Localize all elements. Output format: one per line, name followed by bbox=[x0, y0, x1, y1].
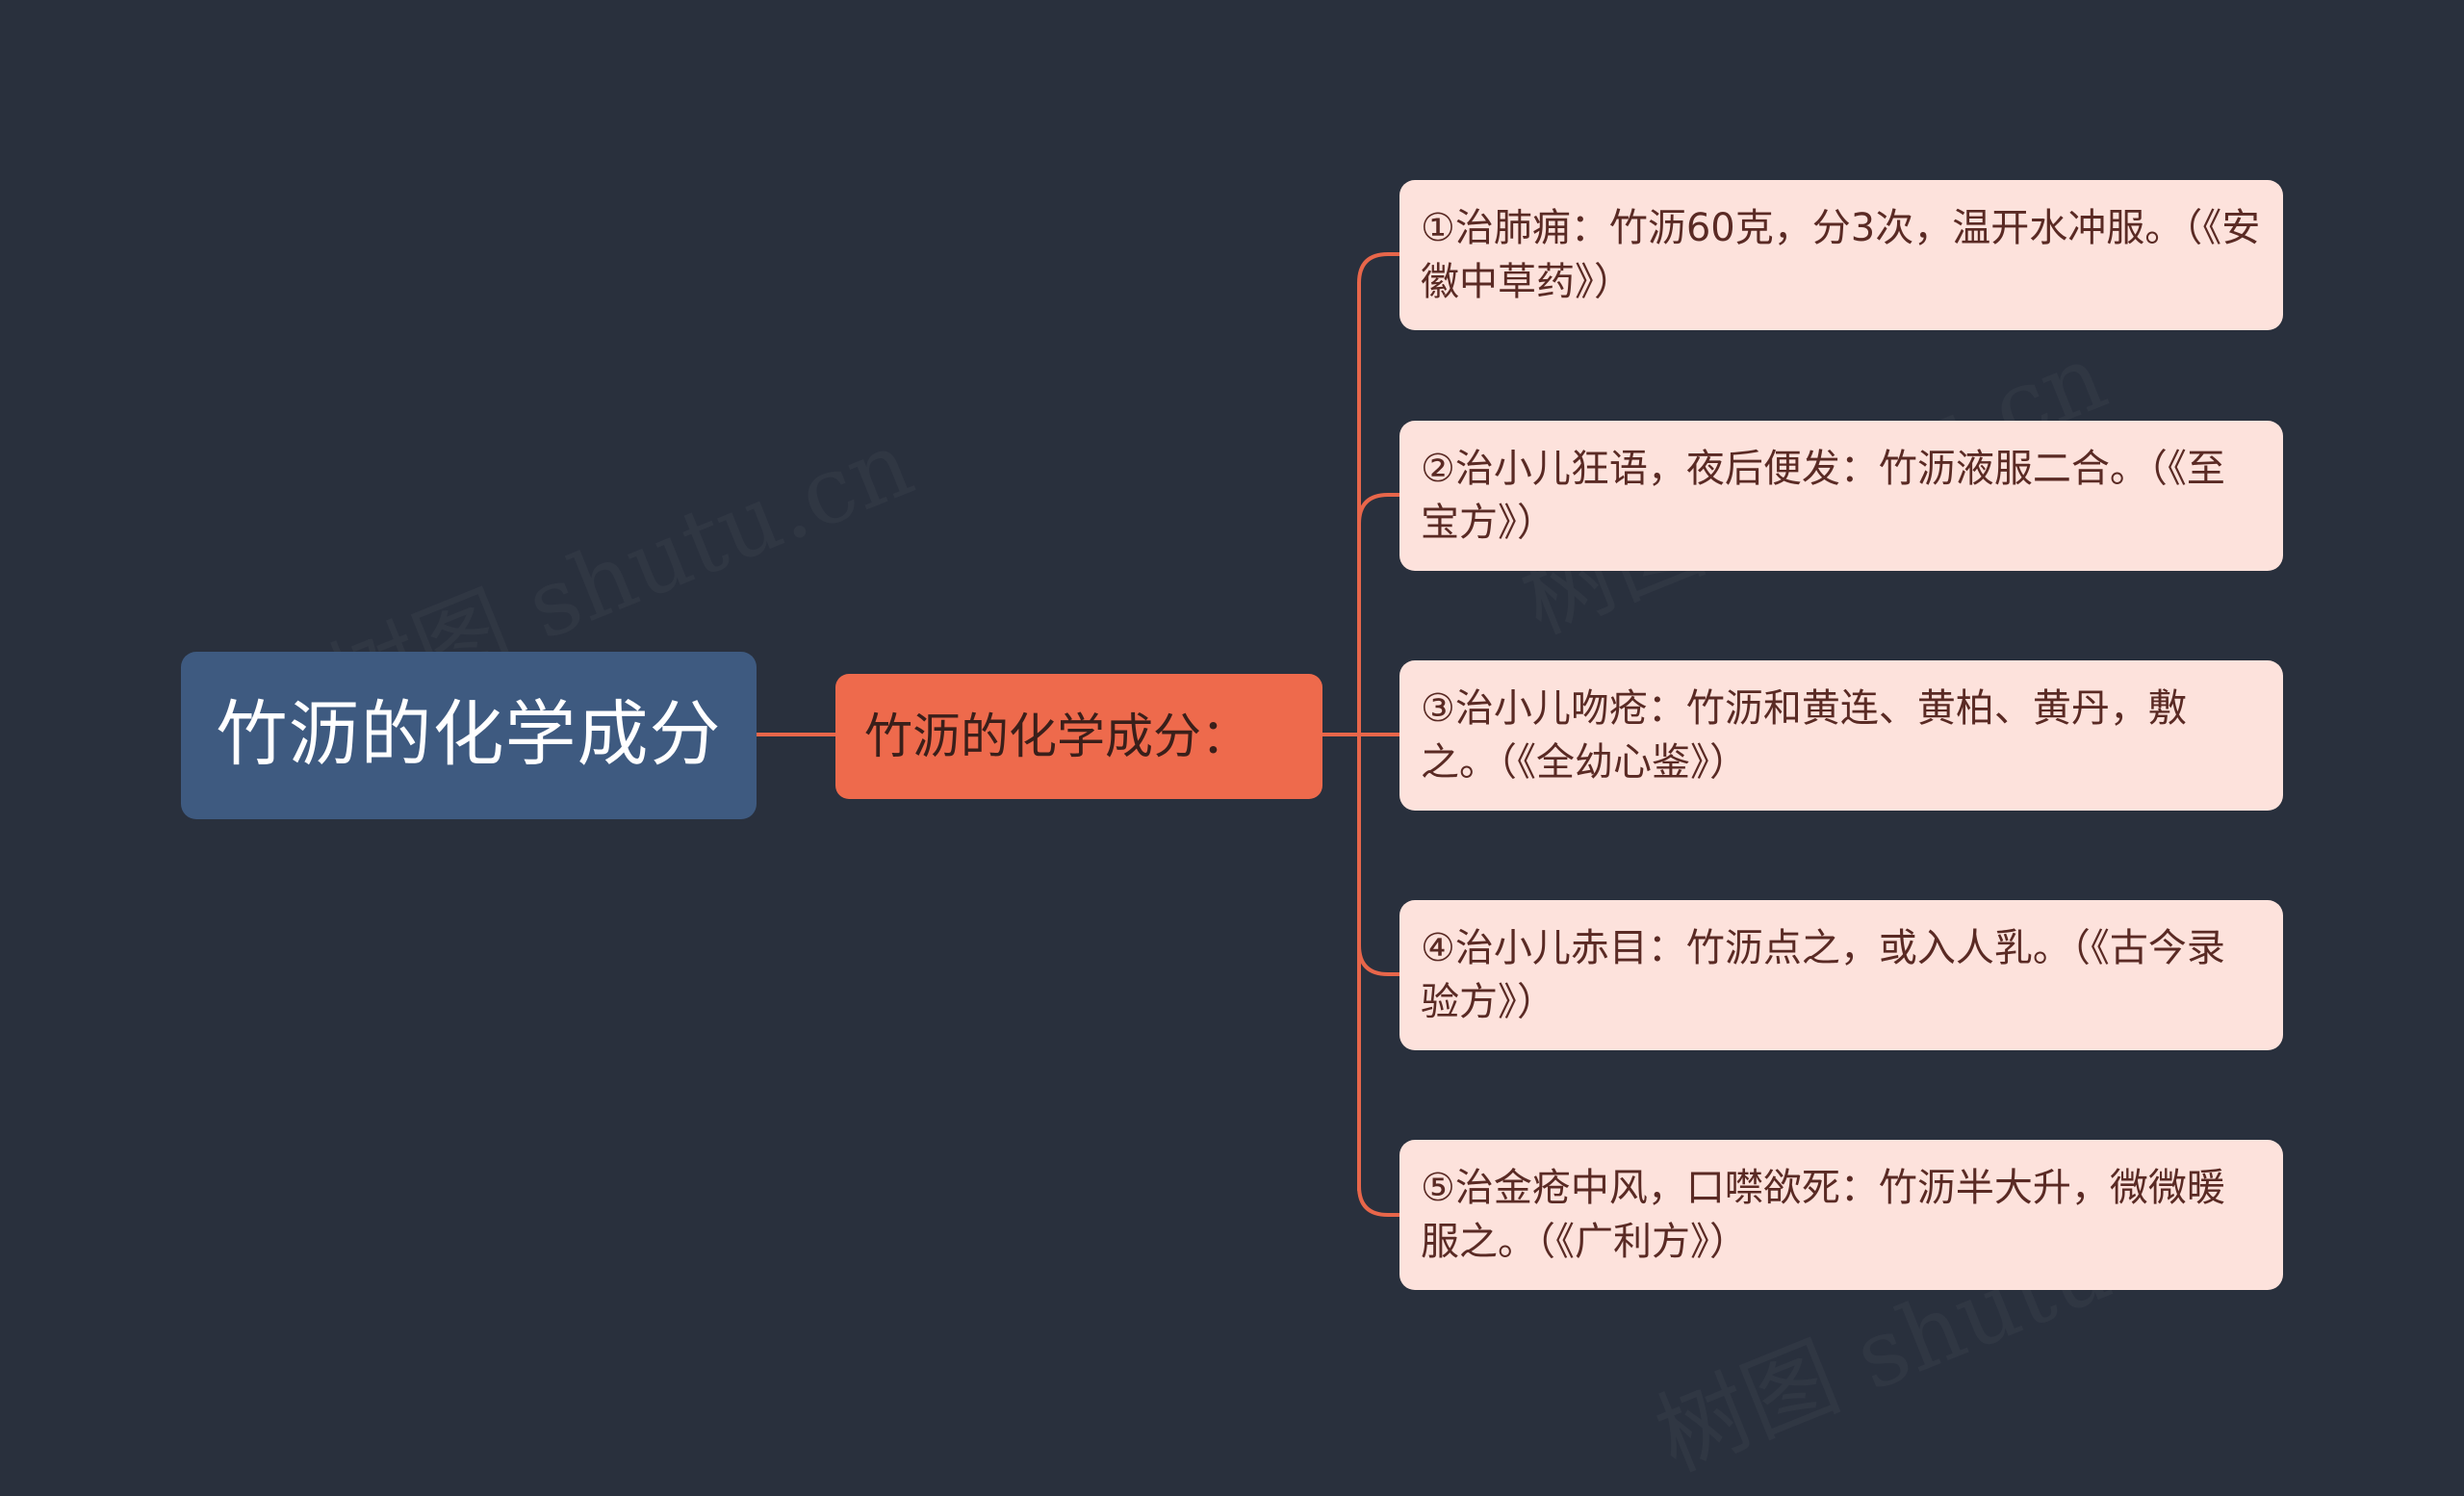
leaf-node-5[interactable]: ⑤治金疮中风，口噤欲死：竹沥半大升，微微暖服之。（《广利方》） bbox=[1399, 1140, 2283, 1290]
leaf-label: ②治小儿狂语，夜后便发：竹沥液服二合。（《至宝方》） bbox=[1421, 447, 2225, 545]
leaf-connector-2 bbox=[1357, 493, 1401, 526]
leaf-label: ①治肺痈：竹沥60克，分3次，温开水冲服。（《安徽中草药》） bbox=[1421, 206, 2261, 304]
leaf-node-3[interactable]: ③治小儿吻疮：竹沥和黄连、黄柏、黄丹，敷之。（《全幼心鉴》） bbox=[1399, 660, 2283, 811]
leaf-node-1[interactable]: ①治肺痈：竹沥60克，分3次，温开水冲服。（《安徽中草药》） bbox=[1399, 180, 2283, 330]
leaf-node-2[interactable]: ②治小儿狂语，夜后便发：竹沥液服二合。（《至宝方》） bbox=[1399, 421, 2283, 571]
leaf-connector-1 bbox=[1357, 252, 1401, 285]
branch-node[interactable]: 竹沥的化学成分： bbox=[835, 674, 1322, 799]
leaf-connector-4 bbox=[1357, 943, 1401, 976]
leaf-label: ③治小儿吻疮：竹沥和黄连、黄柏、黄丹，敷之。（《全幼心鉴》） bbox=[1421, 686, 2187, 785]
leaf-label: ④治小儿赤目：竹沥点之，或入人乳。（《古今录验方》） bbox=[1421, 926, 2225, 1024]
leaf-connector-5 bbox=[1357, 1184, 1401, 1217]
leaf-node-4[interactable]: ④治小儿赤目：竹沥点之，或入人乳。（《古今录验方》） bbox=[1399, 900, 2283, 1050]
branch-label: 竹沥的化学成分： bbox=[864, 708, 1249, 764]
leaf-label: ⑤治金疮中风，口噤欲死：竹沥半大升，微微暖服之。（《广利方》） bbox=[1421, 1166, 2225, 1264]
root-node[interactable]: 竹沥的化学成分 bbox=[181, 652, 757, 819]
root-label: 竹沥的化学成分 bbox=[216, 693, 722, 777]
